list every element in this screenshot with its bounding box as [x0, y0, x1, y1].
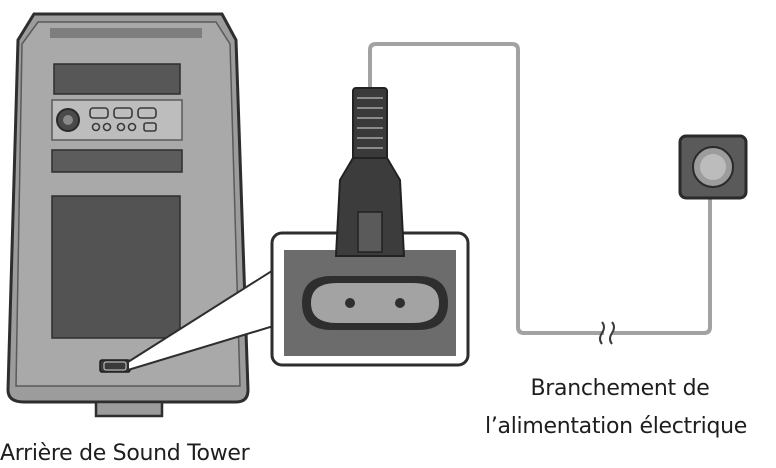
power-plug	[334, 87, 406, 257]
sound-tower-rear	[6, 12, 250, 418]
power-label-line2: l’alimentation électrique	[485, 414, 747, 439]
tower-label: Arrière de Sound Tower	[0, 441, 250, 466]
wall-socket	[678, 134, 748, 200]
cable-break-mark	[599, 321, 615, 345]
zoomed-power-inlet	[270, 231, 470, 367]
rear-ports	[89, 107, 157, 132]
power-cable	[368, 42, 604, 335]
power-label-line1: Branchement de	[530, 376, 710, 401]
